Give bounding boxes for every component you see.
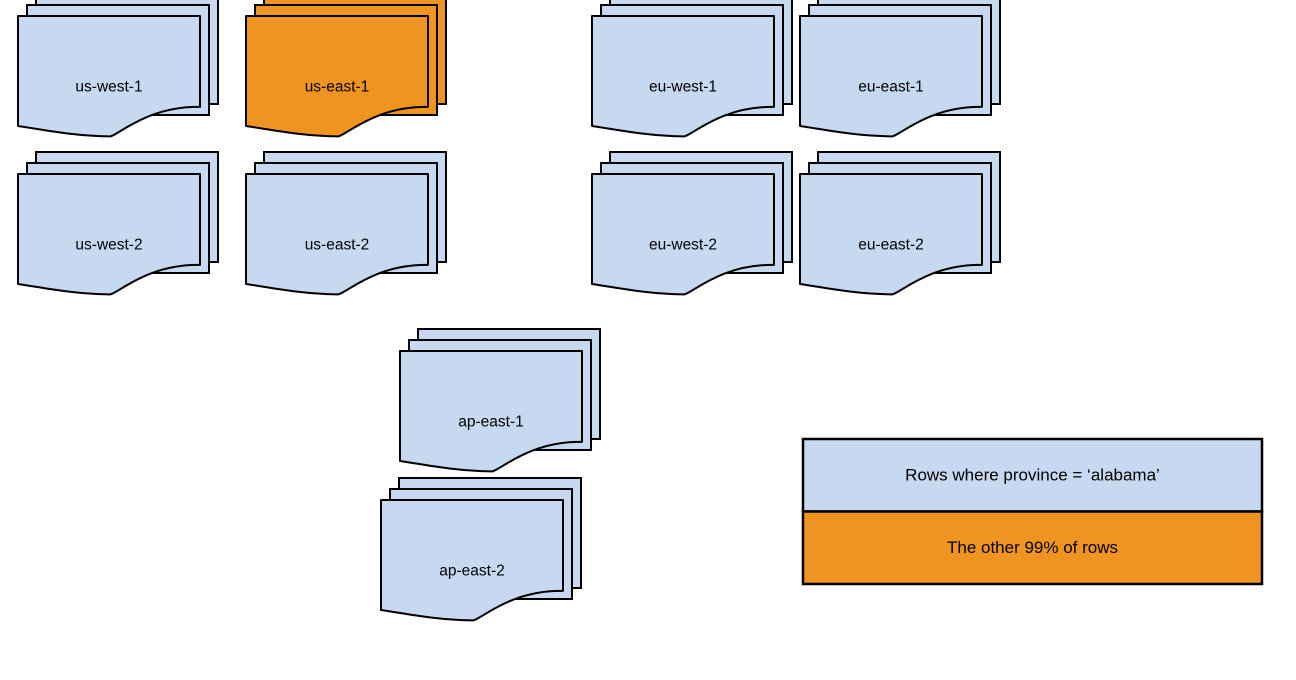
legend: Rows where province = ‘alabama’ The other… [801,437,1264,586]
document-stack-label-ap-east-2: ap-east-2 [439,562,504,579]
document-stack-eu-east-1[interactable]: eu-east-1 [799,0,1001,138]
document-stack-us-east-2[interactable]: us-east-2 [245,151,447,296]
document-sheet-front-ap-east-1 [399,350,583,473]
document-stack-label-eu-east-2: eu-east-2 [858,236,923,253]
document-stack-label-us-west-2: us-west-2 [75,236,142,253]
document-stack-eu-west-2[interactable]: eu-west-2 [591,151,793,296]
document-stack-eu-east-2[interactable]: eu-east-2 [799,151,1001,296]
document-sheet-front-eu-east-1 [799,15,983,138]
document-stack-label-us-east-2: us-east-2 [305,236,370,253]
document-sheet-front-us-west-1 [17,15,201,138]
document-sheet-front-us-west-2 [17,173,201,296]
document-stack-label-eu-west-2: eu-west-2 [649,236,717,253]
document-stack-us-west-2[interactable]: us-west-2 [17,151,219,296]
legend-label-legend-orange: The other 99% of rows [947,538,1118,557]
document-sheet-front-us-east-1 [245,15,429,138]
document-stack-label-eu-west-1: eu-west-1 [649,78,717,95]
document-sheet-front-eu-west-1 [591,15,775,138]
legend-swatch-legend-orange [801,510,1264,586]
legend-swatch-legend-blue [801,437,1264,513]
document-stack-us-west-1[interactable]: us-west-1 [17,0,219,138]
document-stack-us-east-1[interactable]: us-east-1 [245,0,447,138]
legend-label-legend-blue: Rows where province = ‘alabama’ [905,466,1160,485]
document-sheet-front-eu-west-2 [591,173,775,296]
document-sheet-front-ap-east-2 [380,499,564,622]
document-stack-eu-west-1[interactable]: eu-west-1 [591,0,793,138]
document-stack-label-us-east-1: us-east-1 [305,78,370,95]
document-stack-label-us-west-1: us-west-1 [75,78,142,95]
document-stack-label-ap-east-1: ap-east-1 [458,413,523,430]
document-stack-label-eu-east-1: eu-east-1 [858,78,923,95]
document-sheet-front-us-east-2 [245,173,429,296]
document-stack-ap-east-2[interactable]: ap-east-2 [380,477,582,622]
document-stack-ap-east-1[interactable]: ap-east-1 [399,328,601,473]
document-sheet-front-eu-east-2 [799,173,983,296]
